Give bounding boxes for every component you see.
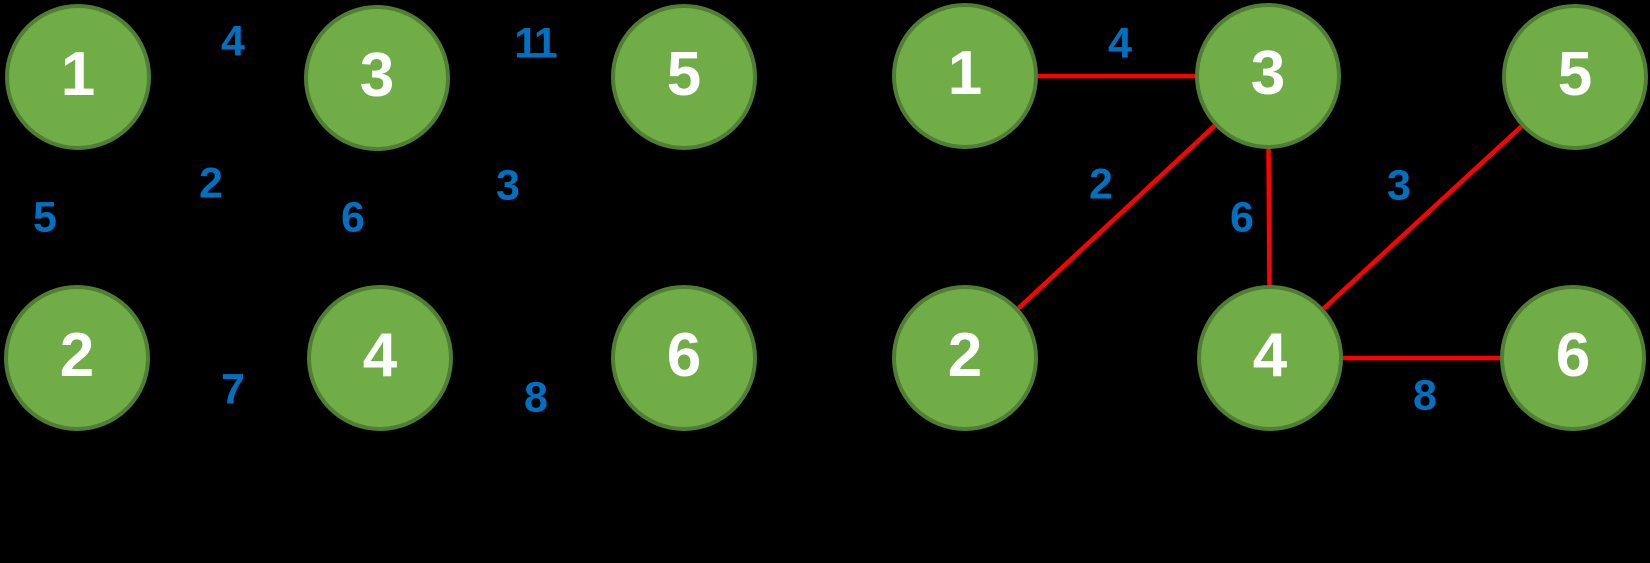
edge-mst-2-3-selected <box>1016 124 1217 310</box>
edge-original-3-5 <box>449 75 612 80</box>
edge-original-1-3 <box>150 75 305 80</box>
edge-original-2-3 <box>129 126 325 310</box>
edge-mst-4-5-selected <box>1322 124 1523 311</box>
edge-original-4-5 <box>432 125 632 310</box>
edge-mst-3-4-selected <box>1266 148 1272 286</box>
edge-original-3-4 <box>376 150 381 286</box>
